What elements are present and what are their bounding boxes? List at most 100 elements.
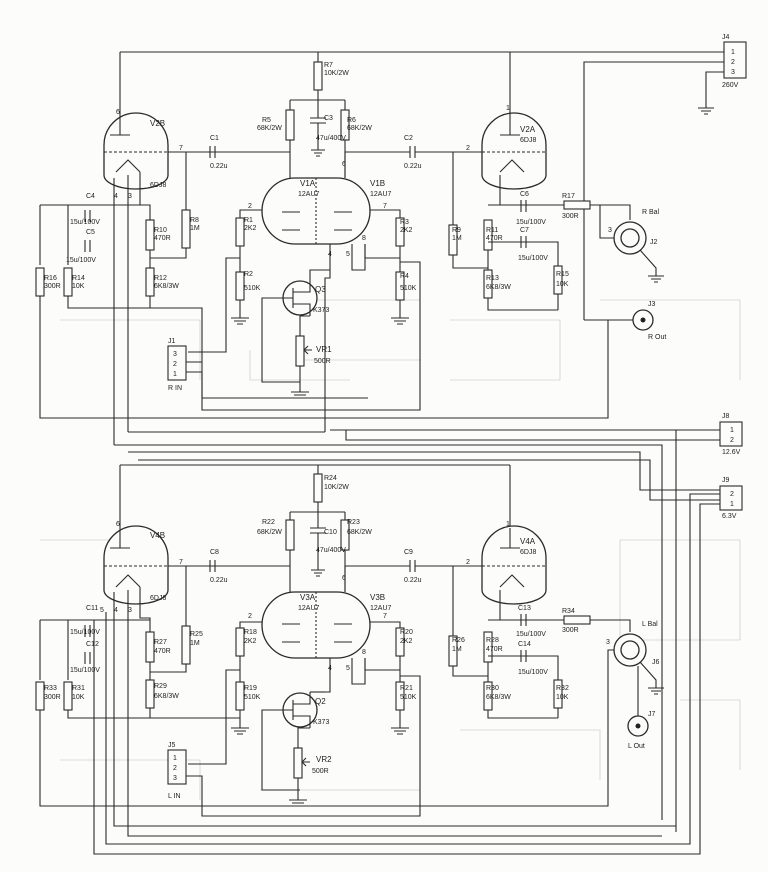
- r6-ref: R6: [347, 117, 356, 124]
- j4-voltage: 260V: [722, 82, 739, 89]
- v3a-type: 12AU7: [298, 605, 320, 612]
- c12-ref: C12: [86, 641, 99, 648]
- r33-ref: R33: [44, 685, 57, 692]
- c13-value: 15u/100V: [516, 631, 546, 638]
- v3b-pin6: 6: [342, 575, 346, 582]
- r4-ref: R4: [400, 273, 409, 280]
- r26-value: 1M: [452, 646, 462, 653]
- j5-connector: [167, 749, 187, 785]
- q2-type: K373: [313, 719, 329, 726]
- r28-ref: R28: [486, 637, 499, 644]
- v3b-pin8: 8: [362, 649, 366, 656]
- j6-pin3: 3: [606, 639, 610, 646]
- c2-value: 0.22u: [404, 163, 422, 170]
- c3-ref: C3: [324, 115, 333, 122]
- r20-ref: R20: [400, 629, 413, 636]
- v4b-pin4: 4: [114, 607, 118, 614]
- j5-lbl: L IN: [168, 793, 181, 800]
- v1b-type: 12AU7: [370, 191, 392, 198]
- v3a-pin2: 2: [248, 613, 252, 620]
- c10-value: 47u/400V: [316, 547, 346, 554]
- r15-value: 10K: [556, 281, 569, 288]
- c14-ref: C14: [518, 641, 531, 648]
- c13-ref: C13: [518, 605, 531, 612]
- r18-ref: R18: [244, 629, 257, 636]
- r8-value: 1M: [190, 225, 200, 232]
- r2-ref: R2: [244, 271, 253, 278]
- r1-ref: R1: [244, 217, 253, 224]
- j8-voltage: 12.6V: [722, 449, 741, 456]
- v2a-tube: [481, 112, 547, 190]
- r25-value: 1M: [190, 640, 200, 647]
- v4a-pin2: 2: [466, 559, 470, 566]
- r5-ref: R5: [262, 117, 271, 124]
- c1-value: 0.22u: [210, 163, 228, 170]
- r30-value: 6K8/3W: [486, 694, 511, 701]
- c4-ref: C4: [86, 193, 95, 200]
- v4b-pin7: 7: [179, 559, 183, 566]
- r29-value: 6K8/3W: [154, 693, 179, 700]
- j8-connector: [719, 421, 743, 447]
- r8-ref: R8: [190, 217, 199, 224]
- heater-supply: J8 1 2 12.6V J9 2 1 6.3V: [93, 413, 743, 855]
- r7-value: 10K/2W: [324, 70, 349, 77]
- v1b-pin8: 8: [362, 235, 366, 242]
- r12-ref: R12: [154, 275, 167, 282]
- c7-ref: C7: [520, 227, 529, 234]
- vr1-value: 500R: [314, 358, 331, 365]
- v1b-pin7: 7: [383, 203, 387, 210]
- r3-ref: R3: [400, 219, 409, 226]
- v2b-pin3: 3: [128, 193, 132, 200]
- c11-value: 15u/100V: [70, 629, 100, 636]
- v4b-label: V4B: [150, 531, 165, 540]
- r34-ref: R34: [562, 608, 575, 615]
- j2-pin3: 3: [608, 227, 612, 234]
- r11-ref: R11: [486, 227, 498, 234]
- j2-lbl: R Bal: [642, 209, 660, 216]
- r12-value: 6K8/3W: [154, 283, 179, 290]
- r16-value: 300R: [44, 283, 61, 290]
- v1b-pin5: 5: [346, 251, 350, 258]
- r9-ref: R9: [452, 227, 461, 234]
- j2-ref: J2: [650, 239, 658, 246]
- v2b-pin7: 7: [179, 145, 183, 152]
- j7-lbl: L Out: [628, 743, 645, 750]
- vr2-value: 500R: [312, 768, 329, 775]
- v1a-label: V1A: [300, 179, 316, 188]
- v4b-pin6: 6: [116, 521, 120, 528]
- j5-pin1: 1: [173, 755, 177, 762]
- q3-ref: Q3: [315, 285, 326, 294]
- j5-label: J5: [168, 742, 176, 749]
- v2a-pin1: 1: [506, 105, 510, 112]
- j4-label: J4: [722, 34, 730, 41]
- r23-ref: R23: [347, 519, 360, 526]
- r14-ref: R14: [72, 275, 85, 282]
- r17-value: 300R: [562, 213, 579, 220]
- j1-pin1: 1: [173, 371, 177, 378]
- c14-value: 15u/100V: [518, 669, 548, 676]
- j9-connector: [719, 485, 743, 511]
- r24-value: 10K/2W: [324, 484, 349, 491]
- c6-value: 15u/100V: [516, 219, 546, 226]
- r27-value: 470R: [154, 648, 171, 655]
- j9-voltage: 6.3V: [722, 513, 737, 520]
- v2b-type: 6DJ8: [150, 182, 166, 189]
- r13-value: 6K8/3W: [486, 284, 511, 291]
- c12-value: 15u/100V: [70, 667, 100, 674]
- v2a-type: 6DJ8: [520, 137, 536, 144]
- r32-ref: R32: [556, 685, 569, 692]
- c7-value: 15u/100V: [518, 255, 548, 262]
- v1a-pin2: 2: [248, 203, 252, 210]
- r22-ref: R22: [262, 519, 275, 526]
- j4-pin3: 3: [731, 69, 735, 76]
- j9-label: J9: [722, 477, 730, 484]
- r27-ref: R27: [154, 639, 167, 646]
- v4a-label: V4A: [520, 537, 536, 546]
- r21-value: 510K: [400, 694, 417, 701]
- j5-pin3: 3: [173, 775, 177, 782]
- j1-lbl: R IN: [168, 385, 182, 392]
- vr1-ref: VR1: [316, 345, 332, 354]
- v3b-type: 12AU7: [370, 605, 392, 612]
- r6-value: 68K/2W: [347, 125, 372, 132]
- r23-value: 68K/2W: [347, 529, 372, 536]
